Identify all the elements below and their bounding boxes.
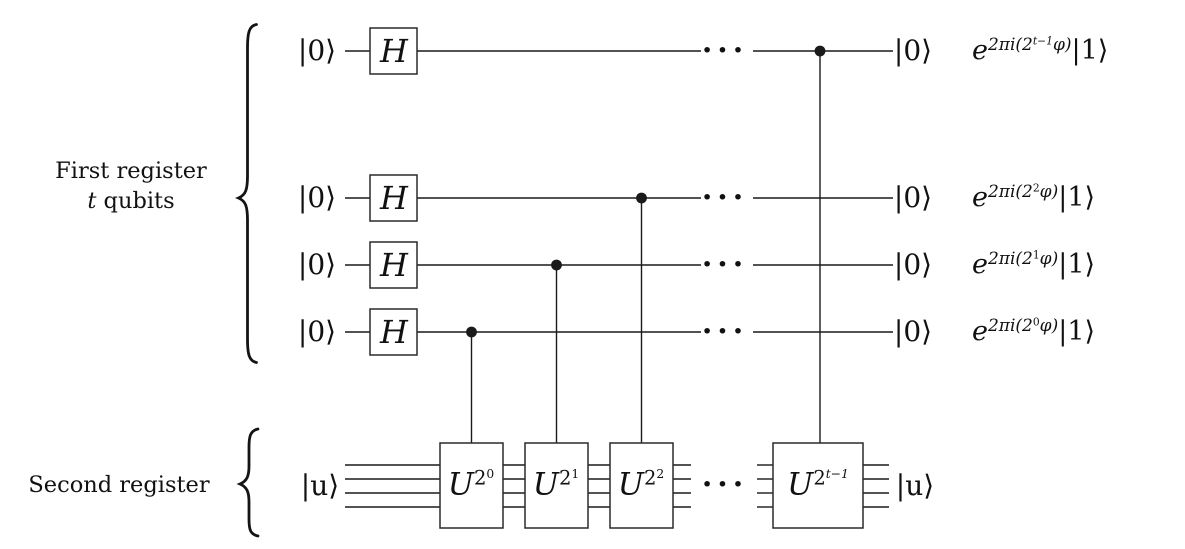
output-ket-q2: |0⟩ (893, 181, 933, 214)
phase-ket-q4: |1⟩ (1058, 315, 1096, 347)
control-dot-q1 (814, 45, 826, 57)
phase-exponent-rest-q4: φ) (1039, 316, 1059, 337)
phase-base-q3: e (972, 248, 988, 280)
phase-state-q2: e2πi(22φ)|1⟩ (972, 181, 1096, 213)
u-exp-power-2: 1 (571, 466, 580, 481)
phase-exponent-power-q4: 0 (1032, 315, 1040, 329)
phase-state-q4: e2πi(20φ)|1⟩ (972, 315, 1096, 347)
control-dot-q2 (636, 192, 647, 204)
u-gate-label-4: U2t−1 (787, 466, 849, 503)
phase-exponent-q3: 2πi(2 (987, 249, 1033, 270)
braces (234, 23, 260, 538)
phase-base-q4: e (972, 315, 988, 347)
second-register-wires (345, 464, 889, 508)
u-exp-power-3: 2 (656, 466, 665, 481)
control-dot-q4 (466, 326, 477, 338)
phase-state-q1: e2πi(2t−1φ)|1⟩ (972, 34, 1109, 66)
u-gate-box-2 (524, 442, 589, 529)
u-gate-label-3: U22 (617, 466, 665, 503)
h-gate-box-q3 (369, 241, 418, 289)
u-gate-label-1: U20 (447, 466, 495, 503)
h-gate-label-q2: H (380, 179, 408, 217)
control-dots (466, 45, 826, 338)
u-base-3: U (617, 466, 644, 503)
phase-exponent-rest-q1: φ) (1052, 35, 1072, 56)
control-dot-q3 (551, 259, 562, 271)
first-register-label-line2: t qubits (87, 190, 174, 213)
h-gate-label-q4: H (380, 313, 408, 351)
first-register-brace (234, 23, 258, 364)
first-register-label-line2-rest: qubits (96, 187, 175, 214)
output-ket-q3: |0⟩ (893, 248, 933, 281)
h-gate-box-q4 (369, 308, 418, 356)
u-exp-base-2: 2 (558, 466, 572, 490)
u-gate-box-1 (439, 442, 504, 529)
phase-exponent-rest-q3: φ) (1039, 249, 1059, 270)
input-ket-q3: |0⟩ (297, 248, 337, 281)
phase-ket-q1: |1⟩ (1071, 34, 1109, 66)
ellipsis-q1: ··· (701, 33, 749, 68)
u-exp-base-1: 2 (473, 466, 487, 490)
phase-exponent-rest-q2: φ) (1039, 182, 1059, 203)
first-register-label-line1: First register (55, 157, 207, 184)
phase-base-q1: e (972, 34, 988, 66)
h-gate-box-q1 (369, 27, 418, 75)
input-ket-q2: |0⟩ (297, 181, 337, 214)
phase-exponent-q2: 2πi(2 (987, 182, 1033, 203)
phase-exponent-power-q2: 2 (1032, 181, 1040, 195)
first-register-qubit-count-var: t (87, 187, 97, 214)
output-ket-u: |u⟩ (895, 469, 935, 502)
second-register-label: Second register (28, 471, 210, 498)
ellipsis-second-register: ··· (701, 467, 749, 502)
phase-ket-q2: |1⟩ (1058, 181, 1096, 213)
phase-exponent-power-q1: t−1 (1032, 34, 1053, 48)
input-ket-q1: |0⟩ (297, 34, 337, 67)
phase-ket-q3: |1⟩ (1058, 248, 1096, 280)
h-gate-box-q2 (369, 174, 418, 222)
u-gate-label-2: U21 (532, 466, 580, 503)
control-lines (470, 51, 821, 444)
u-exp-power-1: 0 (486, 466, 495, 481)
phase-exponent-q1: 2πi(2 (987, 35, 1033, 56)
u-exp-power-4: t−1 (825, 466, 849, 481)
input-ket-u: |u⟩ (300, 469, 340, 502)
ellipsis-q3: ··· (701, 247, 749, 282)
phase-base-q2: e (972, 181, 988, 213)
phase-exponent-q4: 2πi(2 (987, 316, 1033, 337)
output-ket-q4: |0⟩ (893, 315, 933, 348)
ellipsis-q4: ··· (701, 314, 749, 349)
h-gate-label-q3: H (380, 246, 408, 284)
u-gate-box-3 (609, 442, 674, 529)
second-register-brace (236, 427, 260, 538)
output-ket-q1: |0⟩ (893, 34, 933, 67)
phase-state-q3: e2πi(21φ)|1⟩ (972, 248, 1096, 280)
input-ket-q4: |0⟩ (297, 315, 337, 348)
u-exp-base-4: 2 (813, 466, 826, 490)
u-gate-box-4 (772, 442, 864, 529)
u-exp-base-3: 2 (643, 466, 657, 490)
phase-exponent-power-q3: 1 (1032, 248, 1040, 262)
first-register-wires (345, 50, 893, 333)
u-base-2: U (532, 466, 559, 503)
ellipsis-q2: ··· (701, 180, 749, 215)
gate-boxes (369, 27, 864, 529)
u-base-1: U (447, 466, 474, 503)
u-base-4: U (787, 466, 814, 503)
h-gate-label-q1: H (380, 32, 408, 70)
